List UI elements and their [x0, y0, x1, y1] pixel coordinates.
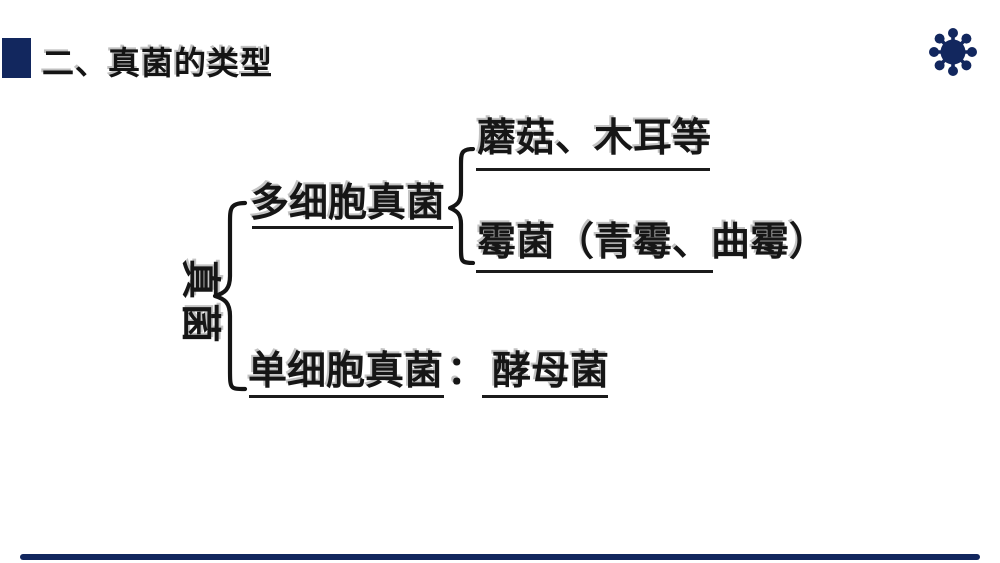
slide-title: 二、真菌的类型: [42, 45, 274, 81]
title-accent-square: [2, 38, 31, 78]
branch-unicellular-label: 单细胞真菌: [248, 350, 444, 393]
sub-brace: [448, 147, 476, 265]
bottom-accent-bar: [20, 554, 980, 560]
underline-mushroom: [476, 168, 710, 171]
leaf-mold-label: 霉菌（青霉、曲霉）: [477, 221, 829, 264]
underline-multicellular: [252, 226, 453, 229]
branch-multicellular-label: 多细胞真菌: [250, 182, 446, 225]
virus-icon: [929, 28, 977, 76]
branch-unicellular: 单细胞真菌 ： 酵母菌: [248, 351, 609, 393]
root-brace: [212, 200, 248, 392]
leaf-yeast-label: 酵母菌: [492, 350, 610, 393]
underline-yeast: [482, 395, 608, 398]
colon-separator: ：: [447, 350, 487, 393]
underline-unicellular: [249, 395, 444, 398]
leaf-mushroom-label: 蘑菇、木耳等: [477, 117, 712, 160]
underline-mold: [476, 270, 713, 273]
